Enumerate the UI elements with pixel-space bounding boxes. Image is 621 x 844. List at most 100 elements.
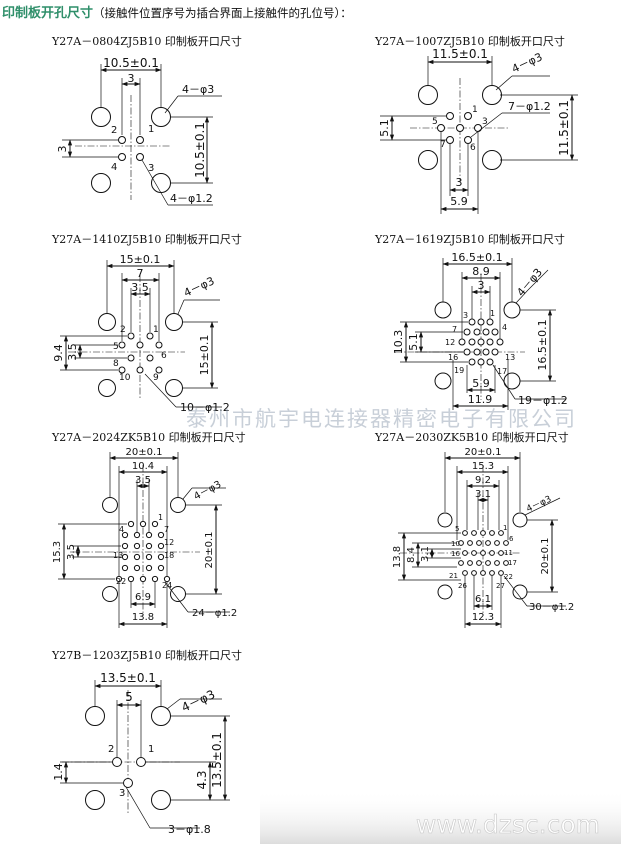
pin-label: 6 [161, 351, 167, 361]
pin-label: 27 [496, 582, 505, 590]
pin-label: 6 [509, 535, 514, 543]
dim-width: 13.5±0.1 [100, 671, 156, 685]
pin-label: 9 [153, 373, 159, 383]
figure-caption: Y27A－0804ZJ5B10 印制板开口尺寸 [51, 34, 242, 48]
page-header: 印制板开孔尺寸（接触件位置序号为插合界面上接触件的孔位号）： [2, 2, 621, 24]
dim-height: 20±0.1 [204, 531, 215, 568]
dim-width: 15±0.1 [120, 253, 161, 266]
dim-width-3: 9.2 [475, 475, 491, 486]
pin-label: 16 [451, 550, 460, 558]
dim-bottom-2: 5.9 [450, 195, 468, 208]
dim-pitch-v: 3 [56, 146, 69, 153]
contact-grid [115, 520, 171, 583]
dim-width-2: 7 [137, 267, 144, 280]
pin-label: 21 [449, 572, 458, 580]
figure-caption: Y27A－1410ZJ5B10 印制板开口尺寸 [51, 232, 242, 246]
watermark: 泰州市航宇电连接器精密电子有限公司 [186, 407, 577, 431]
pin-label: 26 [458, 582, 467, 590]
mount-hole-note: 4－φ3 [525, 495, 553, 515]
dim-left: 5.1 [378, 119, 391, 137]
dim-width: 10.5±0.1 [103, 56, 159, 70]
pin-label: 3 [463, 311, 468, 320]
dim-bottom-2: 11.9 [468, 393, 493, 406]
dim-width-3: 3 [478, 279, 485, 292]
dim-left-1: 10.3 [392, 330, 405, 355]
dim-width: 16.5±0.1 [451, 251, 502, 264]
pin-label: 11 [504, 549, 513, 557]
pin-label: 12 [164, 538, 174, 547]
pin-label: 1 [503, 524, 507, 532]
contact-hole-note: 3－φ1.8 [168, 823, 211, 836]
pin-label: 3 [119, 788, 125, 799]
dim-width: 20±0.1 [125, 447, 162, 458]
figure-1203: Y27B－1203ZJ5B10 印制板开口尺寸 13.5±0.1 5 13.5±… [51, 648, 242, 836]
pin-label: 16 [448, 353, 458, 362]
pin-label: 13 [113, 551, 123, 560]
pin-label: 24 [162, 581, 172, 590]
figure-caption: Y27A－1007ZJ5B10 印制板开口尺寸 [374, 34, 565, 48]
mount-hole-note: 4－φ3 [192, 479, 223, 502]
dim-width-4: 3.1 [475, 489, 491, 500]
dim-width-2: 5 [125, 690, 133, 704]
pin-label: 1 [148, 124, 154, 135]
dim-left-2: 8.4 [406, 547, 417, 563]
mount-hole-note: 4－φ3 [514, 266, 545, 299]
pin-label: 7 [440, 140, 446, 150]
pin-label: 3 [148, 163, 154, 174]
pin-label: 19 [454, 366, 464, 375]
contact-hole-note: 4－φ1.2 [170, 192, 213, 205]
pin-label: 8 [113, 359, 119, 369]
dim-left-2: 5.1 [407, 333, 420, 351]
pin-label: 22 [504, 573, 513, 581]
dim-height: 10.5±0.1 [193, 122, 207, 178]
pin-label: 10 [119, 373, 131, 383]
dim-left: 1.4 [52, 763, 65, 781]
contact-hole-note: 24－φ1.2 [192, 608, 237, 619]
dim-left-1: 9.4 [52, 344, 65, 362]
figure-0804: Y27A－0804ZJ5B10 印制板开口尺寸 10.5±0.1 3 10.5±… [51, 34, 242, 206]
pin-label: 6 [470, 143, 476, 153]
pin-label: 17 [508, 559, 517, 567]
dim-pitch: 3 [128, 72, 135, 85]
pin-label: 2 [111, 125, 117, 136]
pin-label: 1 [148, 744, 154, 755]
contact-hole-note: 19－φ1.2 [518, 394, 568, 407]
figure-1410: Y27A－1410ZJ5B10 印制板开口尺寸 15±0.1 7 [51, 232, 242, 414]
contact-hole-note: 10－φ1.2 [180, 401, 230, 414]
pin-label: 4 [502, 323, 507, 332]
dim-left-2: 3.5 [66, 343, 79, 361]
pin-label: 4 [119, 525, 124, 534]
dim-height: 15±0.1 [198, 335, 211, 376]
pin-label: 1 [490, 309, 495, 318]
pin-label: 2 [120, 325, 126, 335]
figure-1007: Y27A－1007ZJ5B10 印制板开口尺寸 11.5±0.1 11.5±0.… [374, 34, 578, 214]
pin-label: 22 [116, 577, 126, 586]
pin-label: 5 [113, 342, 119, 352]
dim-width-3: 3.5 [135, 475, 151, 486]
pin-label: 1 [158, 513, 163, 522]
dim-height: 11.5±0.1 [557, 100, 571, 156]
contact-grid [458, 530, 509, 576]
pin-label: 10 [451, 540, 460, 548]
pin-label: 1 [153, 325, 159, 335]
pin-label: 12 [445, 338, 455, 347]
dim-bottom-2: 12.3 [472, 612, 494, 623]
page-note: （接触件位置序号为插合界面上接触件的孔位号）： [93, 6, 352, 20]
dim-bottom-1: 3 [456, 176, 463, 189]
dim-width: 11.5±0.1 [432, 47, 488, 61]
dim-height: 13.5±0.1 [210, 732, 224, 788]
figure-caption: Y27B－1203ZJ5B10 印制板开口尺寸 [51, 648, 242, 662]
mount-hole-note: 4－φ3 [182, 83, 214, 96]
page-title: 印制板开孔尺寸 [2, 6, 94, 21]
pin-label: 7 [164, 525, 169, 534]
figure-caption: Y27A－1619ZJ5B10 印制板开口尺寸 [374, 232, 565, 246]
pin-label: 3 [482, 117, 488, 127]
dim-left-1: 13.8 [392, 546, 403, 568]
figure-1619: Y27A－1619ZJ5B10 印制板开口尺寸 [374, 232, 568, 410]
contact-hole-note: 30－φ1.2 [529, 602, 574, 613]
dim-bottom-2: 13.8 [132, 612, 154, 623]
dim-left-3: 3.1 [420, 546, 431, 562]
pin-label: 13 [505, 353, 515, 362]
pin-label: 5 [432, 117, 438, 127]
footer-fade [260, 790, 621, 844]
